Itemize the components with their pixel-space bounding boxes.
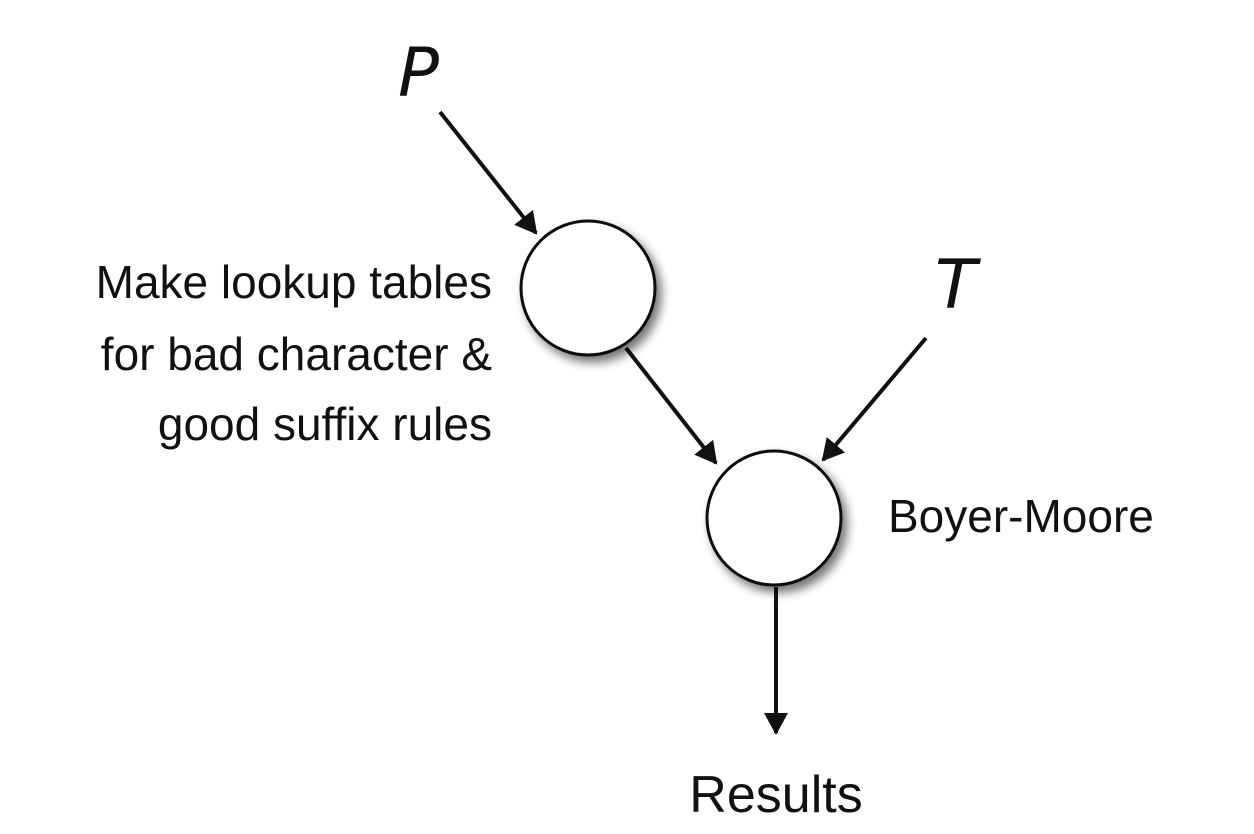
edge-pattern-to-preprocess [438,110,538,235]
text-symbol: T [935,246,981,325]
preprocess-label-line-1: Make lookup tables [96,256,492,308]
boyer-moore-node [705,449,843,587]
boyer-moore-label: Boyer-Moore [888,490,1154,542]
preprocess-node [519,219,657,357]
results-label: Results [689,766,862,824]
edge-text-to-boyer-moore [821,336,928,462]
preprocess-label-line-3: good suffix rules [158,398,492,450]
preprocess-label-line-2: for bad character & [101,328,492,380]
pattern-symbol: P [398,34,439,113]
edge-preprocess-to-boyer-moore [624,346,718,465]
